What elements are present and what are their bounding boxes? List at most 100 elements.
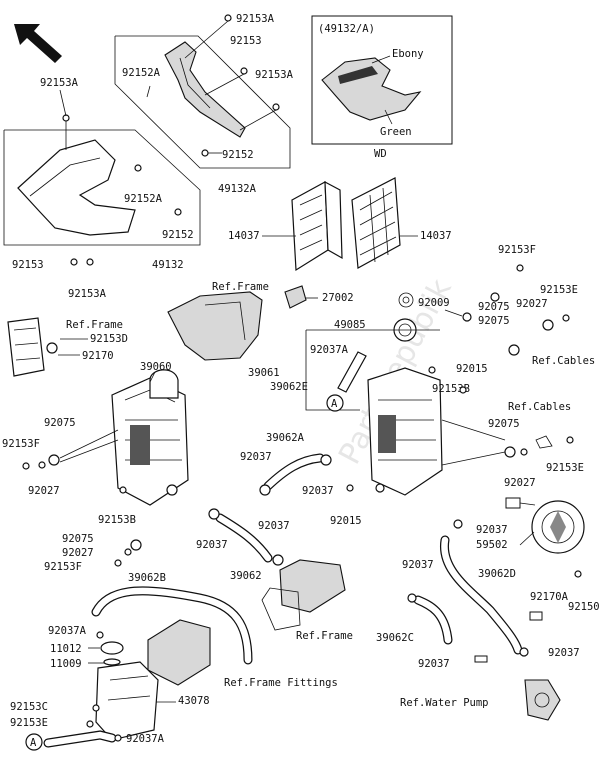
- grommet-92027-left: [38, 461, 46, 469]
- label-14037-right: 14037: [420, 230, 452, 242]
- label-92037-b: 92037: [302, 485, 334, 497]
- label-49132: 49132: [152, 259, 184, 271]
- label-92075-mid: 92075: [478, 301, 510, 313]
- label-49132A: 49132A: [218, 183, 257, 195]
- label-92153B-left: 92153B: [98, 514, 136, 526]
- seal-92009: [462, 312, 472, 322]
- bolt-92153B-mid: [459, 386, 467, 394]
- label-92153-top: 92153: [230, 35, 262, 47]
- hose-39062C: [413, 595, 453, 645]
- label-92152-left: 92152: [162, 229, 194, 241]
- label-49085: 49085: [334, 319, 366, 331]
- label-92015-mid: 92015: [456, 363, 488, 375]
- grommet-92027-right2: [520, 448, 528, 456]
- label-39062E: 39062E: [270, 381, 308, 393]
- label-92152-top: 92152: [222, 149, 254, 161]
- label-92027-left2: 92027: [62, 547, 94, 559]
- ref-water-pump: Ref.Water Pump: [400, 697, 489, 709]
- label-92037-g: 92037: [548, 647, 580, 659]
- radiator-guard-right: [351, 177, 401, 269]
- label-92153A-top: 92153A: [236, 13, 275, 25]
- gear-icon: [398, 292, 414, 308]
- label-92015-b: 92015: [330, 515, 362, 527]
- reservoir-cap-11012: [100, 641, 124, 655]
- hose-39062E-lower: [43, 730, 117, 748]
- label-92075-right: 92075: [478, 315, 510, 327]
- label-92037-d: 92037: [258, 520, 290, 532]
- inset-green: Green: [380, 126, 412, 138]
- ref-frame-fittings: Ref.Frame Fittings: [224, 677, 338, 689]
- label-59502: 59502: [476, 539, 508, 551]
- inset-wd: WD: [374, 148, 387, 160]
- hose-39062B: [91, 586, 253, 665]
- label-39062A: 39062A: [266, 432, 305, 444]
- front-direction-arrow-icon: [14, 24, 62, 63]
- bolt-92015-b: [346, 484, 354, 492]
- frame-bracket-radiator: [167, 291, 263, 361]
- label-92153F-right: 92153F: [498, 244, 536, 256]
- label-43078: 43078: [178, 695, 210, 707]
- clamp-92037A-bottom: [114, 734, 122, 742]
- marker-a-circle: [326, 394, 344, 412]
- inset-ebony: Ebony: [392, 48, 424, 60]
- label-92027-right2: 92027: [504, 477, 536, 489]
- bolt-92015-mid: [428, 366, 436, 374]
- label-39060: 39060: [140, 361, 172, 373]
- ref-cables-2: Ref.Cables: [508, 401, 571, 413]
- label-92037-f: 92037: [402, 559, 434, 571]
- label-92075-left2: 92075: [62, 533, 94, 545]
- clamp-92037-b: [259, 484, 271, 496]
- bolt-92153F-right: [516, 264, 524, 272]
- radiator-right: [367, 367, 443, 496]
- ref-cables-1: Ref.Cables: [532, 355, 595, 367]
- clamp-92037A-left: [96, 631, 104, 639]
- label-92153F-left: 92153F: [2, 438, 40, 450]
- bracket-left-92153D: [7, 317, 58, 377]
- inset-code: (49132/A): [318, 23, 375, 35]
- label-14037-left: 14037: [228, 230, 260, 242]
- label-92037-e: 92037: [476, 524, 508, 536]
- label-92153C: 92153C: [10, 701, 48, 713]
- label-92170A: 92170A: [530, 591, 569, 603]
- reservoir-bracket: [147, 619, 211, 686]
- clamp-92037-f: [407, 593, 417, 603]
- bolt-92153B-left: [119, 486, 127, 494]
- label-92153E-left: 92153E: [10, 717, 48, 729]
- water-pump-ref: [524, 679, 561, 721]
- label-92153A-mid: 92153A: [255, 69, 294, 81]
- shroud-a-group-outline: [114, 35, 291, 169]
- label-92037A-bottom: 92037A: [126, 733, 165, 745]
- clamp-92037-d: [272, 554, 284, 566]
- marker-a: A: [331, 398, 338, 410]
- label-11012: 11012: [50, 643, 82, 655]
- label-39062: 39062: [230, 570, 262, 582]
- label-92153E-right: 92153E: [540, 284, 578, 296]
- vent-hose-39061: [337, 351, 367, 393]
- ref-frame-3: Ref.Frame: [296, 630, 353, 642]
- clip-92170A: [529, 611, 543, 621]
- bolt-92153E-left: [86, 720, 94, 728]
- label-92153D: 92153D: [90, 333, 128, 345]
- bolt-92153F-left2: [114, 559, 122, 567]
- gasket-11009: [103, 658, 121, 666]
- clamp-92037-h: [474, 655, 488, 663]
- shroud-b-group-outline: [3, 129, 201, 246]
- bolt-92153E-right: [562, 314, 570, 322]
- label-92037A-mid: 92037A: [310, 344, 349, 356]
- washer-92075-right2: [504, 446, 516, 458]
- clamp-ref-cables: [542, 319, 554, 331]
- bolt-92153E-right2: [566, 436, 574, 444]
- label-92037-a: 92037: [240, 451, 272, 463]
- hose-39062: [215, 513, 273, 563]
- washer-92075-right: [508, 344, 520, 356]
- label-11009: 11009: [50, 658, 82, 670]
- label-39062C: 39062C: [376, 632, 414, 644]
- label-92152A-left: 92152A: [124, 193, 163, 205]
- clamp-92037-e: [453, 519, 463, 529]
- clamp-92037-c: [208, 508, 220, 520]
- label-92153-left: 92153: [12, 259, 44, 271]
- label-39062B: 39062B: [128, 572, 166, 584]
- washer-92075-mid: [490, 292, 500, 302]
